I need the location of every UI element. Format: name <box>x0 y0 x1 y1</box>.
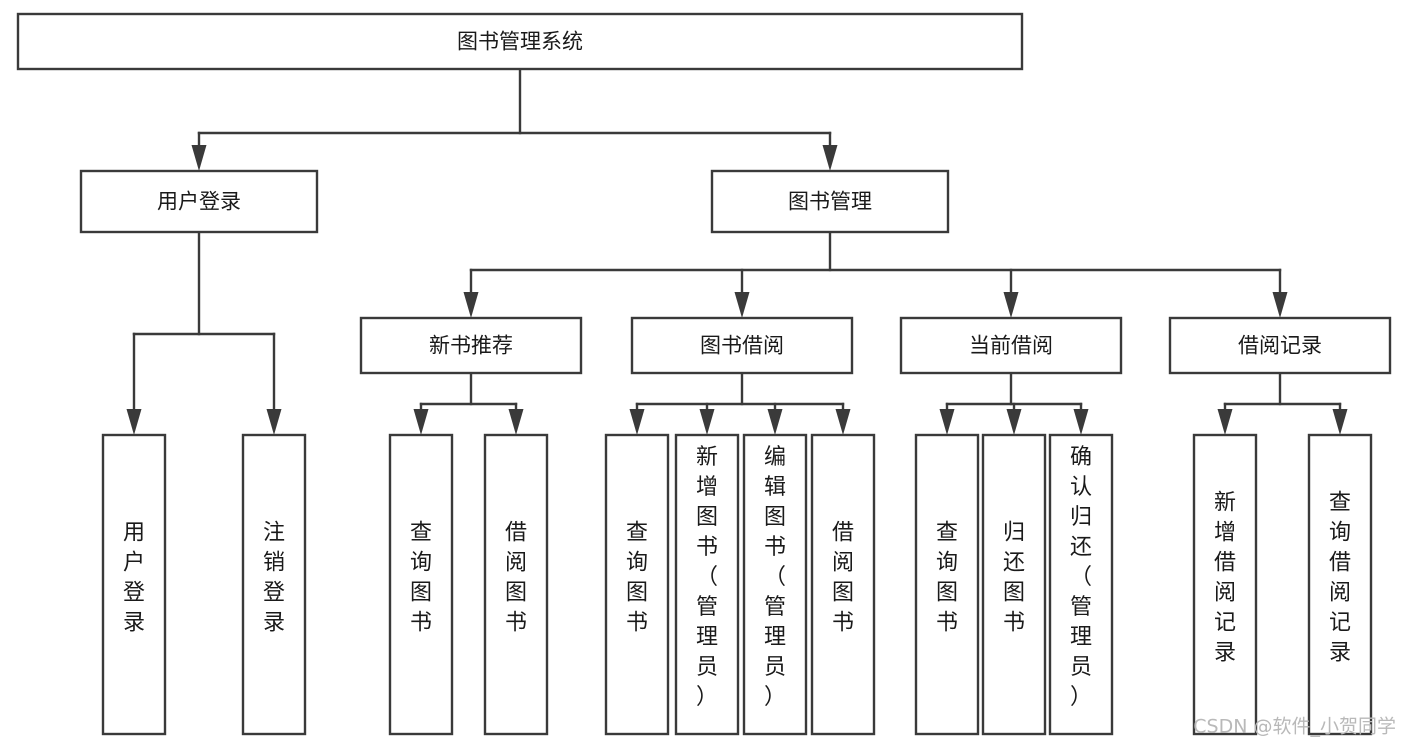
node-label: 图书借阅 <box>700 334 784 358</box>
connector-borrow-to-leaves <box>629 371 851 435</box>
node-label: 编辑图书（管理员） <box>764 445 786 710</box>
arrow-head-icon <box>822 145 838 171</box>
node-book-management[interactable]: 图书管理 <box>710 169 950 234</box>
node-box[interactable] <box>16 12 1024 71</box>
node-new-book-recommend[interactable]: 新书推荐 <box>359 316 583 375</box>
node-box[interactable] <box>241 433 307 736</box>
node-label: 借阅记录 <box>1238 334 1322 358</box>
arrow-head-icon <box>1332 409 1348 435</box>
node-label: 新书推荐 <box>429 334 513 358</box>
node-leaf-user-logout[interactable]: 注销登录 <box>241 433 307 736</box>
node-leaf-add-borrow-record[interactable]: 新增借阅记录 <box>1192 433 1258 736</box>
node-layer: 图书管理系统用户登录图书管理新书推荐图书借阅当前借阅借阅记录用户登录注销登录查询… <box>16 12 1392 736</box>
node-label: 查询图书 <box>626 521 648 636</box>
node-leaf-query-book-borrow[interactable]: 查询图书 <box>604 433 670 736</box>
arrow-head-icon <box>1073 409 1089 435</box>
node-label: 确认归还（管理员） <box>1070 445 1092 710</box>
node-root[interactable]: 图书管理系统 <box>16 12 1024 71</box>
node-label: 注销登录 <box>263 521 285 636</box>
node-box[interactable] <box>710 169 950 234</box>
node-leaf-return-book[interactable]: 归还图书 <box>981 433 1047 736</box>
node-leaf-confirm-return-admin[interactable]: 确认归还（管理员） <box>1048 433 1114 736</box>
node-label: 当前借阅 <box>969 334 1053 358</box>
arrow-head-icon <box>699 409 715 435</box>
node-label: 图书管理系统 <box>457 30 583 54</box>
arrow-head-icon <box>266 409 282 435</box>
arrow-head-icon <box>1006 409 1022 435</box>
arrow-head-icon <box>463 292 479 318</box>
node-label: 借阅图书 <box>505 521 527 636</box>
node-label: 查询借阅记录 <box>1329 491 1351 666</box>
node-book-borrow[interactable]: 图书借阅 <box>630 316 854 375</box>
node-box[interactable] <box>1048 433 1114 736</box>
node-box[interactable] <box>101 433 167 736</box>
node-leaf-add-book-admin[interactable]: 新增图书（管理员） <box>674 433 740 736</box>
connector-root-to-level2 <box>191 67 838 171</box>
node-box[interactable] <box>1192 433 1258 736</box>
connector-current-to-leaves <box>939 371 1089 435</box>
connector-recommend-to-leaves <box>413 371 524 435</box>
node-leaf-edit-book-admin[interactable]: 编辑图书（管理员） <box>742 433 808 736</box>
node-label: 新增图书（管理员） <box>696 445 718 710</box>
node-label: 查询图书 <box>410 521 432 636</box>
node-label: 查询图书 <box>936 521 958 636</box>
arrow-head-icon <box>734 292 750 318</box>
node-box[interactable] <box>899 316 1123 375</box>
node-borrow-record[interactable]: 借阅记录 <box>1168 316 1392 375</box>
node-box[interactable] <box>914 433 980 736</box>
node-label: 借阅图书 <box>832 521 854 636</box>
arrow-head-icon <box>1003 292 1019 318</box>
node-leaf-borrow-book-recommend[interactable]: 借阅图书 <box>483 433 549 736</box>
node-label: 用户登录 <box>157 190 241 214</box>
arrow-head-icon <box>629 409 645 435</box>
node-label: 归还图书 <box>1003 521 1025 636</box>
node-box[interactable] <box>604 433 670 736</box>
node-box[interactable] <box>359 316 583 375</box>
node-box[interactable] <box>483 433 549 736</box>
arrow-head-icon <box>1217 409 1233 435</box>
arrow-head-icon <box>191 145 207 171</box>
node-leaf-query-borrow-record[interactable]: 查询借阅记录 <box>1307 433 1373 736</box>
node-box[interactable] <box>388 433 454 736</box>
node-current-borrow[interactable]: 当前借阅 <box>899 316 1123 375</box>
node-leaf-query-book-recommend[interactable]: 查询图书 <box>388 433 454 736</box>
node-user-login[interactable]: 用户登录 <box>79 169 319 234</box>
arrow-head-icon <box>939 409 955 435</box>
node-label: 用户登录 <box>123 521 145 636</box>
connector-bookmgmt-to-level3 <box>463 230 1288 318</box>
csdn-watermark: CSDN @软件_小贺同学 <box>1193 716 1396 738</box>
connector-record-to-leaves <box>1217 371 1348 435</box>
arrow-head-icon <box>508 409 524 435</box>
node-box[interactable] <box>810 433 876 736</box>
node-leaf-borrow-book[interactable]: 借阅图书 <box>810 433 876 736</box>
node-leaf-user-login[interactable]: 用户登录 <box>101 433 167 736</box>
connector-layer <box>126 67 1348 435</box>
node-label: 新增借阅记录 <box>1214 491 1236 666</box>
arrow-head-icon <box>835 409 851 435</box>
arrow-head-icon <box>126 409 142 435</box>
node-box[interactable] <box>79 169 319 234</box>
node-box[interactable] <box>1168 316 1392 375</box>
arrow-head-icon <box>767 409 783 435</box>
node-leaf-query-book-current[interactable]: 查询图书 <box>914 433 980 736</box>
node-box[interactable] <box>674 433 740 736</box>
node-box[interactable] <box>981 433 1047 736</box>
node-box[interactable] <box>742 433 808 736</box>
node-label: 图书管理 <box>788 190 872 214</box>
arrow-head-icon <box>413 409 429 435</box>
arrow-head-icon <box>1272 292 1288 318</box>
node-box[interactable] <box>1307 433 1373 736</box>
node-box[interactable] <box>630 316 854 375</box>
connector-userlogin-to-leaves <box>126 230 282 435</box>
